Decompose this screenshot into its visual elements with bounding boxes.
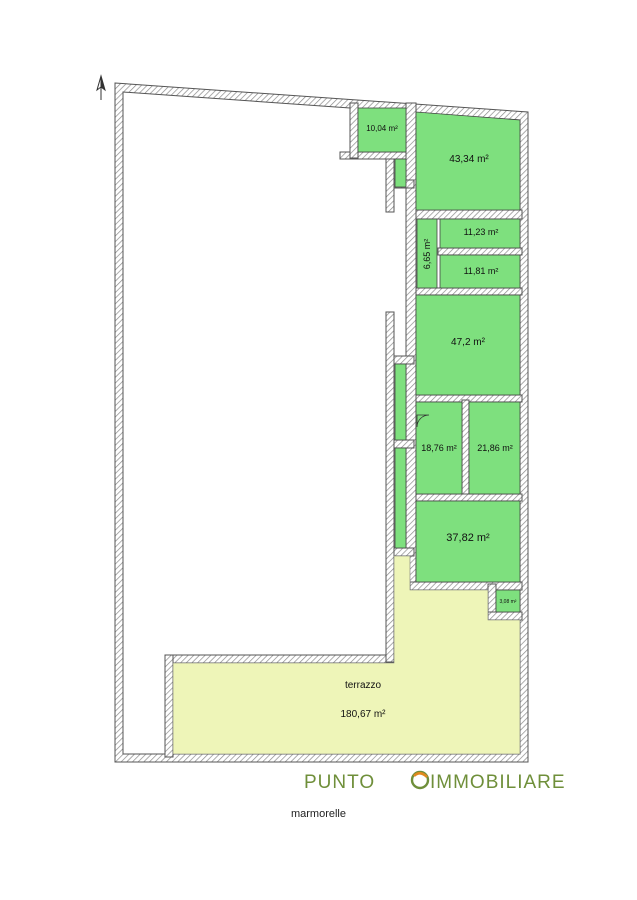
door-swing (416, 414, 430, 428)
logo-swirl-icon (410, 770, 430, 790)
room-area-label: 21,86 m² (477, 443, 513, 453)
room-area-label: 3,08 m² (500, 599, 517, 605)
room-area-label: 18,76 m² (421, 443, 457, 453)
terrace-area (172, 555, 521, 755)
wall (415, 209, 523, 220)
wall (415, 493, 523, 502)
room-7 (415, 401, 463, 495)
wall (349, 102, 359, 159)
wall (487, 611, 523, 621)
room-9 (415, 500, 521, 583)
wall (164, 654, 174, 758)
room-area-label: 6,65 m² (422, 239, 432, 270)
wall (385, 311, 395, 663)
wall (385, 155, 395, 213)
room-area-label: 11,23 m² (464, 227, 499, 237)
room-closet (394, 158, 407, 188)
room-4 (416, 218, 438, 289)
terrace-area-label: 180,67 m² (340, 709, 386, 720)
room-6 (415, 294, 521, 396)
wall (393, 439, 415, 449)
wall (164, 654, 411, 664)
room-5 (439, 254, 521, 289)
logo-word-punto: PUNTO (304, 772, 375, 793)
room-area-label: 43,34 m² (449, 154, 489, 165)
room-side-a (394, 363, 407, 441)
room-area-label: 10,04 m² (366, 124, 398, 133)
room-2 (415, 111, 521, 211)
room-1 (357, 107, 407, 153)
room-side-b (394, 447, 407, 549)
company-logo: PUNTO IMMOBILIARE (304, 770, 566, 793)
wall (409, 581, 523, 591)
room-3 (439, 218, 521, 249)
room-10 (495, 589, 521, 613)
room-area-label: 47,2 m² (451, 337, 486, 348)
north-arrow-icon (96, 74, 106, 100)
wall (415, 287, 523, 296)
room-area-label: 37,82 m² (446, 532, 490, 544)
wall (461, 399, 470, 499)
logo-word-immobiliare: IMMOBILIARE (430, 772, 566, 793)
room-area-label: 11,81 m² (464, 266, 499, 276)
wall (405, 102, 417, 594)
wall (393, 355, 415, 365)
wall (393, 547, 415, 557)
wall (437, 247, 523, 256)
caption: marmorelle (290, 808, 346, 820)
terrace-name: terrazzo (345, 680, 382, 691)
room-8 (468, 401, 521, 495)
